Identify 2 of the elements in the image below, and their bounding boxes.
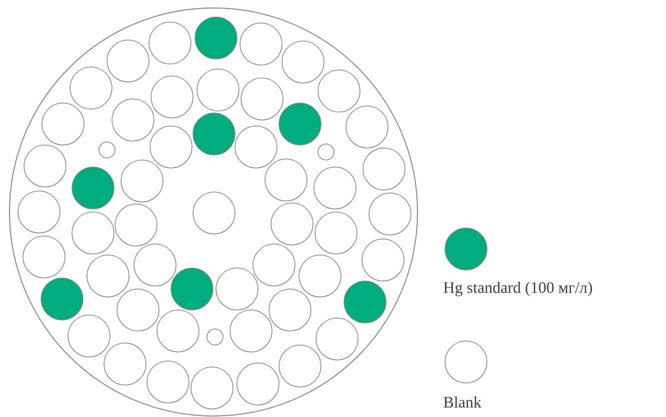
legend-label: Blank — [444, 396, 482, 408]
legend-label: Hg standard (100 мг/л) — [444, 282, 592, 296]
